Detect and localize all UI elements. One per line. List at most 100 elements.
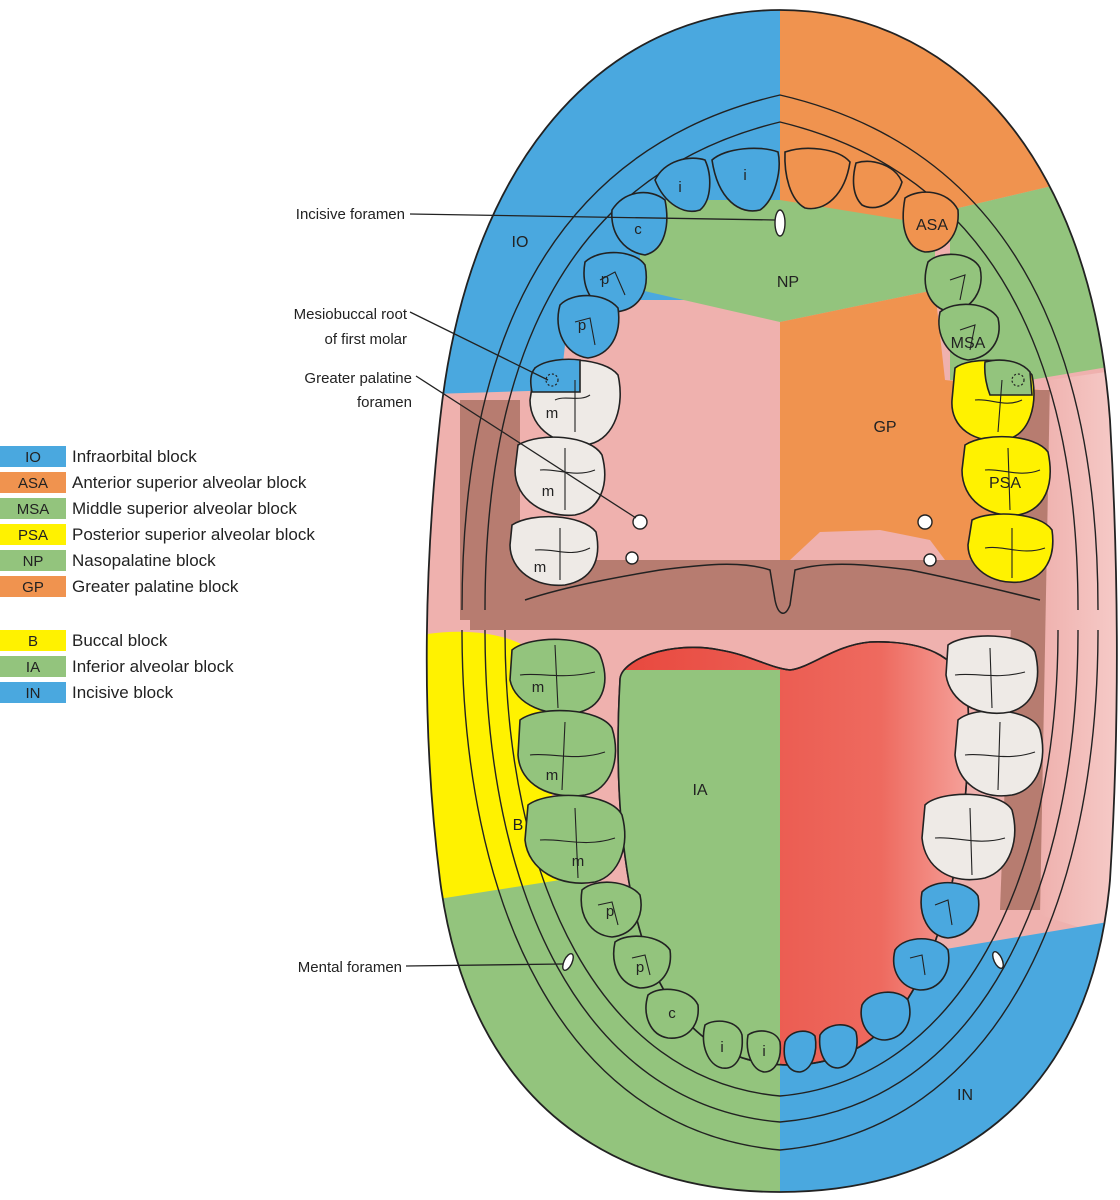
region-np [640,200,935,322]
lower-teeth [509,635,1044,1073]
mesiobuccal-root-mark [545,373,559,387]
tooth-letter-lower-incisor-l1: i [762,1043,765,1060]
legend-swatch-io [0,446,66,467]
lower-arch-outer [461,629,1099,1151]
tooth-upper-incisor-l1 [711,147,780,212]
legend-code-gp: GP [22,579,44,596]
tooth-upper-incisor-r1 [784,147,851,210]
foramina [562,209,1004,972]
legend-swatch-asa [0,472,66,493]
tooth-lower-molar-l1 [524,794,626,884]
tooth-lower-incisor-r1 [783,1030,817,1073]
tooth-lower-incisor-l2 [702,1020,744,1069]
tooth-upper-molar-r3 [967,513,1054,584]
tooth-letter-lower-molar-l3: m [532,679,545,696]
tongue [617,641,970,1066]
tooth-letter-upper-molar-l3: m [534,559,547,576]
upper-arch-inner [484,121,1079,611]
legend-label-ia: Inferior alveolar block [72,657,234,676]
tooth-letter-lower-premolar-l1: p [636,959,644,976]
upper-teeth [509,147,1054,587]
legend-code-msa: MSA [17,501,50,518]
legend-swatch-gp [0,576,66,597]
tooth-letter-upper-premolar-l2: p [578,317,586,334]
lower-arch-inner [484,629,1079,1123]
region-label-in: IN [957,1087,973,1104]
mental-foramen-right [992,950,1004,970]
callout-greater-palatine-1: Greater palatine [304,370,412,387]
tooth-lower-canine-l [645,988,699,1039]
tooth-letter-upper-incisor-l2: i [678,179,681,196]
callout-mesiobuccal-1: Mesiobuccal root [294,306,408,323]
region-label-io: IO [512,234,529,251]
tooth-letter-lower-molar-l2: m [546,767,559,784]
greater-palatine-foramen-left [632,514,648,530]
tooth-letter-lower-canine-l: c [668,1005,676,1022]
tooth-upper-incisor-l2 [654,157,711,212]
tooth-upper-molar-r2 [961,435,1051,517]
tooth-upper-molar-r1-green [983,359,1033,396]
legend-label-in: Incisive block [72,683,174,702]
legend-label-np: Nasopalatine block [72,551,216,570]
tooth-letter-upper-incisor-l1: i [743,167,746,184]
tooth-letter-upper-premolar-l1: p [601,271,609,288]
legend-swatch-psa [0,524,66,545]
tooth-lower-incisor-l1 [746,1030,782,1073]
legend-label-b: Buccal block [72,631,168,650]
legend-code-np: NP [23,553,44,570]
region-label-ia: IA [692,782,707,799]
tooth-lower-incisor-r2 [818,1024,858,1069]
region-label-asa: ASA [916,217,948,234]
tooth-upper-premolar-r1 [924,253,982,313]
callout-mental-foramen: Mental foramen [298,959,402,976]
tooth-letter-upper-molar-l1: m [546,405,559,422]
head-outline [425,9,1118,1193]
region-label-msa: MSA [951,335,986,352]
mesiobuccal-root-mark-right [1011,373,1025,387]
tooth-lower-molar-r1 [921,793,1016,881]
callout-incisive-foramen: Incisive foramen [296,206,405,223]
tooth-lower-premolar-l2 [580,881,642,938]
legend-label-asa: Anterior superior alveolar block [72,473,307,492]
region-label-gp: GP [873,419,896,436]
legend-code-b: B [28,633,38,650]
tooth-upper-molar-l2 [514,436,606,517]
legend-swatch-msa [0,498,66,519]
tooth-upper-canine-r [902,191,959,253]
callout-greater-palatine-2: foramen [357,394,412,411]
incisive-foramen-mark [774,209,786,237]
legend-item-gp: GP Greater palatine block [0,576,239,597]
legend-label-psa: Posterior superior alveolar block [72,525,315,544]
tooth-upper-premolar-r2 [938,303,1000,361]
legend-item-b: B Buccal block [0,630,168,651]
mental-foramen-left [562,952,574,972]
callout-line-greater-palatine [415,375,637,519]
region-labels: IO ASA NP MSA GP PSA IA B IN [512,217,1022,1104]
legend-label-io: Infraorbital block [72,447,197,466]
tooth-letter-lower-premolar-l2: p [606,903,614,920]
lesser-palatine-foramen-left [625,551,639,565]
legend-label-gp: Greater palatine block [72,577,239,596]
tooth-letter-upper-canine-l: c [634,221,642,238]
tooth-upper-premolar-l2 [557,294,620,359]
legend-swatch-b [0,630,66,651]
tooth-lower-molar-l3 [509,638,606,715]
tooth-letter-upper-molar-l2: m [542,483,555,500]
legend-item-asa: ASA Anterior superior alveolar block [0,472,307,493]
region-label-np: NP [777,274,799,291]
legend-code-asa: ASA [18,475,48,492]
region-label-psa: PSA [989,475,1021,492]
tooth-lower-canine-r [860,991,911,1041]
greater-palatine-foramen-right [917,514,933,530]
legend-swatch-np [0,550,66,571]
tooth-letter-lower-molar-l1: m [572,853,585,870]
legend-code-psa: PSA [18,527,48,544]
callout-line-mental [405,963,564,967]
tooth-upper-incisor-r2 [852,160,903,209]
tooth-lower-molar-l2 [517,709,617,797]
